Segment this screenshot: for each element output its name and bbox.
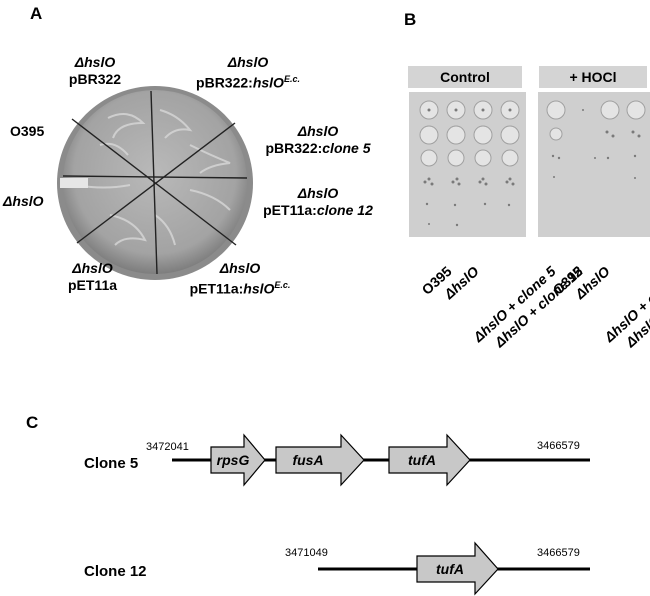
plasmid-prefix: pBR322: <box>265 140 323 156</box>
clone12-end-coordinate: 3466579 <box>537 547 580 559</box>
clone12-start-coordinate: 3471049 <box>285 547 328 559</box>
strain-name: ΔhslO <box>227 54 269 70</box>
clone12-gene-map: tufA <box>318 541 590 596</box>
spot-assay-images <box>409 92 650 237</box>
clone5-gene-map: rpsG fusA tufA <box>172 433 590 487</box>
hocl-header: + HOCl <box>539 66 647 88</box>
control-colonies <box>423 108 515 227</box>
plate-label-wt: O395 <box>10 123 45 139</box>
rpsG-gene-label: rpsG <box>217 452 250 468</box>
clone5-start-coordinate: 3472041 <box>146 441 189 453</box>
tufA-gene-label: tufA <box>408 452 436 468</box>
hocl-spots <box>546 100 646 141</box>
plate-label-bottom-left: ΔhslO pET11a <box>55 260 130 294</box>
plasmid-clone: clone 12 <box>316 202 373 218</box>
plate-label-right-lower: ΔhslO pET11a:clone 12 <box>252 185 384 219</box>
plate-label-sticker <box>60 178 88 188</box>
control-spots <box>419 100 520 167</box>
plate-sector-lines <box>62 90 248 275</box>
plasmid-sup: E.c. <box>274 280 291 290</box>
control-header: Control <box>408 66 522 88</box>
fusA-gene-label: fusA <box>292 452 323 468</box>
panel-c-letter: C <box>26 413 39 432</box>
plasmid-gene: hslO <box>252 74 284 91</box>
plate-label-mutant: ΔhslO <box>3 193 44 209</box>
clone12-label: Clone 12 <box>84 563 147 580</box>
plasmid-prefix: pET11a: <box>263 202 317 218</box>
plasmid-name: pET11a <box>67 277 118 293</box>
plasmid-name: pBR322 <box>68 71 122 87</box>
plate-label-top-left: ΔhslO pBR322 <box>55 54 135 88</box>
plasmid-clone: clone 5 <box>322 140 371 156</box>
clone5-label: Clone 5 <box>84 455 139 472</box>
panel-a-letter: A <box>30 4 43 23</box>
strain-name: ΔhslO <box>74 54 116 70</box>
plate-label-bottom-right: ΔhslO pET11a:hslOE.c. <box>170 260 310 298</box>
plasmid-gene: hslO <box>243 280 275 297</box>
strain-name: ΔhslO <box>297 185 339 201</box>
plasmid-prefix: pET11a: <box>189 280 244 297</box>
clone5-end-coordinate: 3466579 <box>537 440 580 452</box>
strain-name: ΔhslO <box>297 123 339 139</box>
panel-b-letter: B <box>404 10 417 29</box>
petri-plate-graphic <box>57 86 253 280</box>
tufA-gene-label: tufA <box>436 561 464 577</box>
tufA-gene-arrow <box>388 433 471 487</box>
strain-name: ΔhslO <box>219 260 261 276</box>
plasmid-sup: E.c. <box>283 74 300 84</box>
plate-label-top-right: ΔhslO pBR322:hslOE.c. <box>178 54 318 92</box>
rpsG-gene-arrow <box>210 433 266 487</box>
plate-label-right-upper: ΔhslO pBR322:clone 5 <box>258 123 378 157</box>
tufA-gene-arrow <box>416 541 499 596</box>
plasmid-prefix: pBR322: <box>196 74 253 91</box>
strain-name: ΔhslO <box>72 260 113 276</box>
hocl-colonies <box>551 109 641 179</box>
fusA-gene-arrow <box>275 433 365 487</box>
